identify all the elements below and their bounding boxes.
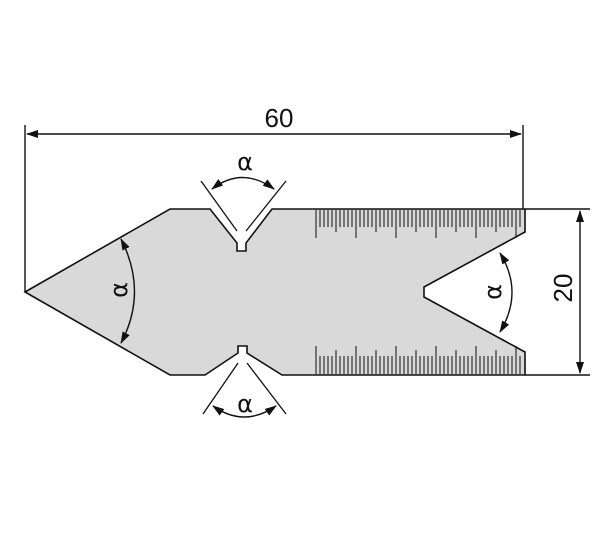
angle-extension-top-left (200, 180, 238, 232)
angle-label-top: α (237, 148, 253, 176)
angle-arc-top (211, 176, 275, 190)
angle-extension-bottom-right (246, 362, 287, 415)
scale-ticks-top (315, 210, 521, 238)
gauge-body (23, 208, 526, 376)
angle-label-bottom: α (237, 390, 253, 418)
dimension-label-width: 60 (265, 103, 294, 133)
angle-arc-left (120, 238, 136, 344)
angle-arc-right (499, 252, 513, 333)
angle-extension-top-right (245, 180, 287, 232)
scale-ticks-bottom (315, 346, 521, 374)
dimension-label-height: 20 (548, 274, 578, 303)
angle-label-right: α (479, 284, 507, 300)
angle-label-left: α (105, 282, 133, 298)
angle-arc-bottom (212, 405, 277, 418)
angle-extension-bottom-left (202, 362, 239, 415)
